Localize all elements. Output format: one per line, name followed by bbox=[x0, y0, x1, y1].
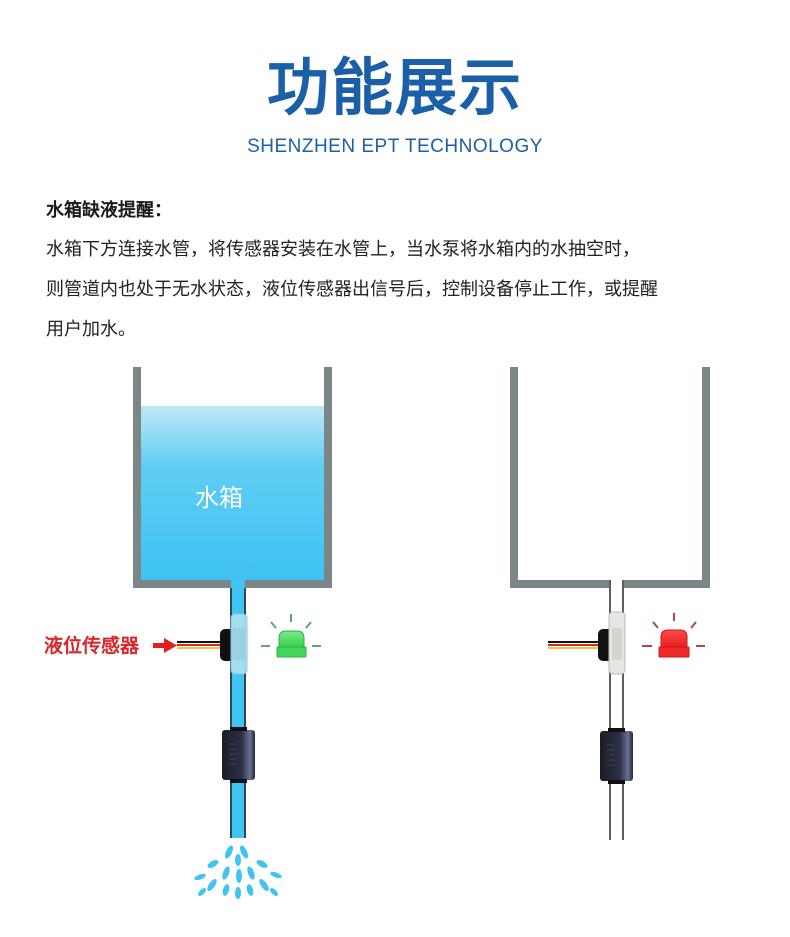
company-subtitle: SHENZHEN EPT TECHNOLOGY bbox=[247, 136, 543, 157]
left-water-pump bbox=[222, 727, 255, 783]
right-pipe-empty bbox=[609, 580, 624, 840]
description-line: 水箱下方连接水管，将传感器安装在水管上，当水泵将水箱内的水抽空时， bbox=[46, 239, 640, 260]
sensor-label: 液位传感器 bbox=[44, 635, 140, 657]
tank-water bbox=[141, 406, 324, 580]
page-title: 功能展示 bbox=[266, 51, 523, 124]
right-water-pump bbox=[600, 728, 633, 784]
red-arrow-icon bbox=[153, 638, 177, 653]
red-indicator-light-icon bbox=[642, 613, 705, 658]
green-indicator-light-icon bbox=[261, 614, 321, 658]
section-description: 水箱下方连接水管，将传感器安装在水管上，当水泵将水箱内的水抽空时， 则管道内也处… bbox=[46, 230, 766, 350]
right-liquid-level-sensor bbox=[548, 611, 626, 675]
section-heading: 水箱缺液提醒： bbox=[46, 200, 172, 221]
description-line: 用户加水。 bbox=[46, 319, 136, 340]
description-line: 则管道内也处于无水状态，液位传感器出信号后，控制设备停止工作，或提醒 bbox=[46, 279, 658, 300]
left-liquid-level-sensor bbox=[177, 613, 248, 675]
tank-label: 水箱 bbox=[195, 484, 243, 512]
water-spray-icon bbox=[194, 845, 282, 899]
right-tank-empty bbox=[510, 367, 710, 588]
left-tank-full bbox=[133, 367, 332, 588]
